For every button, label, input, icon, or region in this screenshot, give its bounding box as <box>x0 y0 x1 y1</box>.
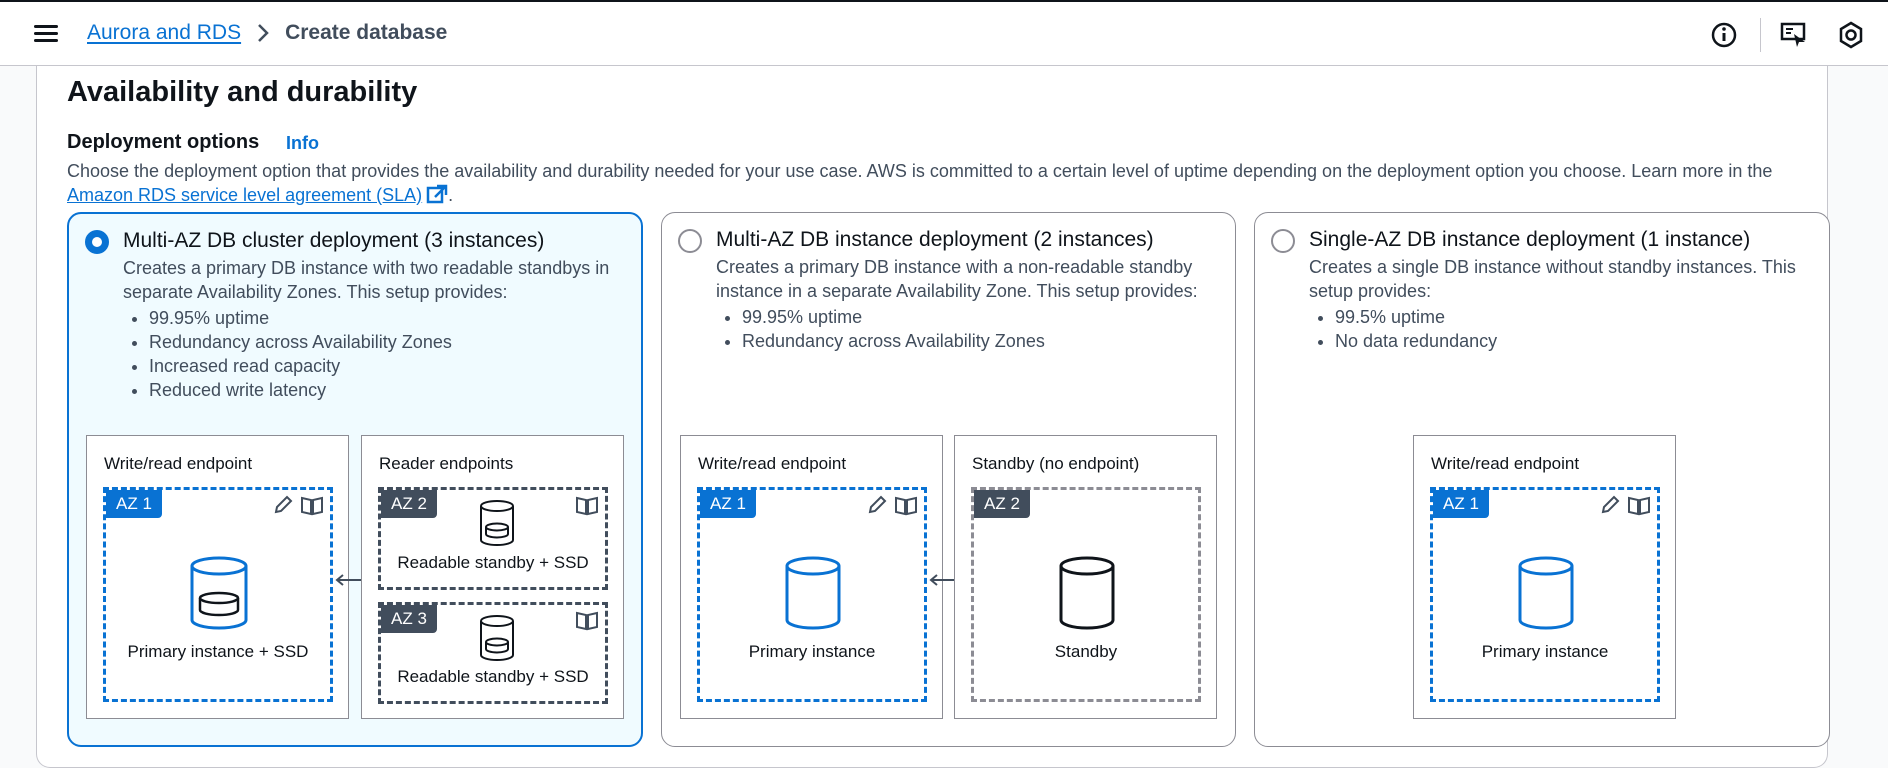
az-caption: Readable standby + SSD <box>397 667 589 686</box>
endpoint-label: Standby (no endpoint) <box>972 454 1140 473</box>
info-link[interactable]: Info <box>286 133 319 153</box>
endpoint-label: Reader endpoints <box>379 454 514 473</box>
bullet-item: 99.5% uptime <box>1335 305 1497 329</box>
settings-hexagon-icon[interactable] <box>1836 20 1866 50</box>
breadcrumb-link-aurora-rds[interactable]: Aurora and RDS <box>87 21 242 44</box>
az-zone-box: AZ 1 Primary instance <box>697 487 927 702</box>
option-description: Creates a single DB instance without sta… <box>1309 257 1796 301</box>
option-title: Multi-AZ DB cluster deployment (3 instan… <box>123 229 545 252</box>
write-read-endpoint-box: Write/read endpoint AZ 1 Primary instanc… <box>1413 435 1676 719</box>
pencil-icon <box>1601 495 1620 514</box>
az-zone-box: AZ 1 Primary instance + SSD <box>103 487 333 702</box>
az-caption: Readable standby + SSD <box>397 553 589 572</box>
top-navigation-bar: Aurora and RDS Create database <box>0 0 1888 66</box>
option-description: Creates a primary DB instance with two r… <box>123 258 610 302</box>
pencil-icon <box>274 495 293 514</box>
option-bullets: 99.95% uptime Redundancy across Availabi… <box>149 306 452 402</box>
radio-multi-az-instance[interactable] <box>678 229 702 253</box>
endpoint-label: Write/read endpoint <box>1431 454 1580 473</box>
toolbar-divider <box>1760 18 1761 52</box>
database-ssd-icon <box>480 615 514 661</box>
option-description: Creates a primary DB instance with a non… <box>716 257 1198 301</box>
feedback-screen-icon[interactable] <box>1779 20 1809 50</box>
bullet-item: Increased read capacity <box>149 354 452 378</box>
az-tag: AZ 1 <box>700 490 756 518</box>
az-tag: AZ 2 <box>974 490 1030 518</box>
book-icon <box>576 611 598 631</box>
bullet-item: 99.95% uptime <box>149 306 452 330</box>
deployment-options-heading: Deployment options <box>67 131 260 153</box>
breadcrumb: Aurora and RDS Create database <box>87 21 447 45</box>
deployment-description: Choose the deployment option that provid… <box>67 161 1773 205</box>
az-zone-box: AZ 2 Standby <box>971 487 1201 702</box>
database-icon <box>1518 556 1574 630</box>
section-title: Availability and durability <box>67 76 418 108</box>
az-tag: AZ 1 <box>106 490 162 518</box>
write-read-endpoint-box: Write/read endpoint AZ 1 Primary instanc… <box>680 435 943 719</box>
database-icon <box>1059 556 1115 630</box>
bullet-item: Redundancy across Availability Zones <box>149 330 452 354</box>
az-caption: Standby <box>1054 642 1118 661</box>
info-circle-icon[interactable] <box>1709 20 1739 50</box>
pencil-icon <box>868 495 887 514</box>
az-tag: AZ 1 <box>1433 490 1489 518</box>
book-icon <box>576 496 598 516</box>
reader-endpoints-box: Reader endpoints AZ 2 Readable standby +… <box>361 435 624 719</box>
option-bullets: 99.5% uptime No data redundancy <box>1335 305 1497 353</box>
book-icon <box>1628 496 1650 516</box>
database-ssd-icon <box>190 556 248 630</box>
az-zone-box: AZ 2 Readable standby + SSD <box>378 487 608 590</box>
book-icon <box>895 496 917 516</box>
option-title: Multi-AZ DB instance deployment (2 insta… <box>716 228 1154 251</box>
write-read-endpoint-box: Write/read endpoint AZ 1 Primary instanc… <box>86 435 349 719</box>
radio-single-az[interactable] <box>1271 229 1295 253</box>
option-title: Single-AZ DB instance deployment (1 inst… <box>1309 228 1751 251</box>
hamburger-menu-icon[interactable] <box>34 22 58 46</box>
database-ssd-icon <box>480 500 514 546</box>
az-tag: AZ 3 <box>381 605 437 633</box>
database-icon <box>785 556 841 630</box>
breadcrumb-current: Create database <box>285 21 448 44</box>
az-zone-box: AZ 1 Primary instance <box>1430 487 1660 702</box>
az-caption: Primary instance + SSD <box>127 642 309 661</box>
az-caption: Primary instance <box>748 642 876 661</box>
az-caption: Primary instance <box>1481 642 1609 661</box>
bullet-item: Redundancy across Availability Zones <box>742 329 1045 353</box>
bullet-item: 99.95% uptime <box>742 305 1045 329</box>
standby-box: Standby (no endpoint) AZ 2 Standby <box>954 435 1217 719</box>
sla-link[interactable]: Amazon RDS service level agreement (SLA) <box>67 185 423 205</box>
external-link-icon <box>426 184 448 204</box>
bullet-item: Reduced write latency <box>149 378 452 402</box>
book-icon <box>301 496 323 516</box>
bullet-item: No data redundancy <box>1335 329 1497 353</box>
endpoint-label: Write/read endpoint <box>698 454 847 473</box>
option-bullets: 99.95% uptime Redundancy across Availabi… <box>742 305 1045 353</box>
az-tag: AZ 2 <box>381 490 437 518</box>
az-zone-box: AZ 3 Readable standby + SSD <box>378 602 608 704</box>
endpoint-label: Write/read endpoint <box>104 454 253 473</box>
radio-multi-az-cluster[interactable] <box>85 230 109 254</box>
chevron-right-icon <box>258 24 269 42</box>
